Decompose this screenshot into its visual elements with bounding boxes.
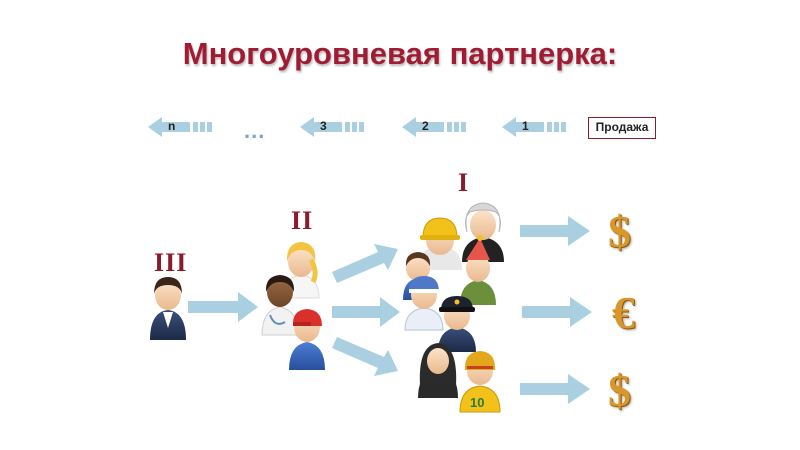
level-arrow-label: n (168, 119, 176, 133)
ellipsis: ... (244, 118, 266, 143)
level-arrow-2: 2 (402, 115, 472, 139)
person-tier1-nun-icon (418, 343, 458, 398)
person-tier2-boy-icon (289, 309, 325, 370)
currency-euro-icon: € (612, 287, 635, 338)
level-arrow-label: 1 (522, 119, 529, 133)
person-tier1-pilot-icon (404, 276, 444, 331)
person-tier1-football-icon: 10 (459, 351, 501, 413)
person-tier3-icon (150, 277, 186, 340)
tier-label-3: III (154, 248, 188, 277)
person-tier1-police-icon (438, 296, 476, 352)
level-arrow-3: 3 (300, 115, 370, 139)
sale-box: Продажа (588, 117, 656, 139)
right-arrow-icon (520, 216, 590, 246)
level-arrow-n: n (148, 115, 218, 139)
tier-label-2: II (291, 206, 314, 235)
right-arrow-icon (188, 292, 258, 322)
level-arrow-label: 3 (320, 119, 327, 133)
left-arrow-icon (502, 117, 566, 137)
left-arrow-icon (148, 117, 212, 137)
right-arrow-icon (522, 297, 592, 327)
person-tier1-party-icon (460, 235, 496, 305)
flow-arrows (188, 216, 592, 404)
svg-text:10: 10 (470, 395, 484, 410)
level-arrow-1: 1 (502, 115, 572, 139)
right-arrow-icon (332, 337, 398, 376)
left-arrow-icon (402, 117, 466, 137)
right-arrow-icon (520, 374, 590, 404)
currency-dollar-bottom-icon: $ (608, 365, 631, 416)
person-tier2-doctor-icon (261, 275, 299, 336)
right-arrow-icon (332, 297, 400, 327)
level-arrow-label: 2 (422, 119, 429, 133)
left-arrow-icon (300, 117, 364, 137)
currency-dollar-top-icon: $ (608, 206, 631, 257)
page-title: Многоуровневая партнерка: (182, 36, 618, 71)
right-arrow-icon (332, 244, 398, 283)
tier-label-1: I (458, 168, 470, 197)
